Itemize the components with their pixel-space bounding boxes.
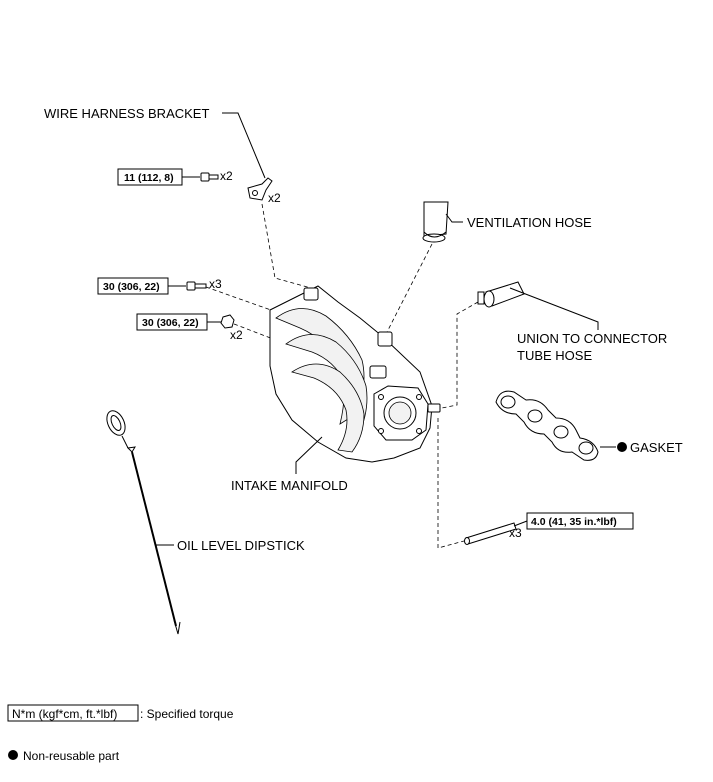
legend-torque-text: : Specified torque [140,707,234,721]
wire-harness-bracket-icon [247,177,273,201]
manifold-bolt-icon [186,281,207,291]
svg-text:30 (306, 22): 30 (306, 22) [142,317,199,329]
oil-level-dipstick-icon [106,410,181,635]
svg-text:30 (306, 22): 30 (306, 22) [103,281,160,293]
non-reusable-dot-icon [617,442,627,452]
label-oil-level-dipstick: OIL LEVEL DIPSTICK [177,538,305,553]
torque-box-studs: 4.0 (41, 35 in.*lbf) [526,512,634,530]
label-wire-harness-bracket: WIRE HARNESS BRACKET [44,106,209,121]
qty-manifold-nuts: x2 [230,328,243,342]
torque-box-manifold-nuts: 30 (306, 22) [136,313,208,331]
label-union-hose-line1: UNION TO CONNECTOR [517,331,667,346]
leader-wire-harness-bracket [222,112,266,179]
dashed-bracket-to-manifold [261,203,319,291]
leader-ventilation-hose [445,213,463,223]
qty-bracket-bolts: x2 [220,169,233,183]
intake-manifold-icon [269,285,441,463]
legend-non-reusable-dot-icon [8,750,18,760]
legend-non-reusable-text: Non-reusable part [23,749,120,763]
label-intake-manifold: INTAKE MANIFOLD [231,478,348,493]
svg-text:4.0 (41, 35 in.*lbf): 4.0 (41, 35 in.*lbf) [531,516,617,528]
stud-icon [464,522,517,545]
legend-torque: N*m (kgf*cm, ft.*lbf) : Specified torque [7,704,234,722]
torque-box-bracket-bolts: 11 (112, 8) [117,168,183,186]
label-union-hose-line2: TUBE HOSE [517,348,592,363]
dashed-union-to-manifold [431,301,479,411]
leader-union-hose [509,287,599,330]
bracket-bolt-icon [200,172,219,182]
gasket-icon [495,390,599,461]
dashed-studs-to-manifold [437,418,465,549]
qty-studs: x3 [509,526,522,540]
union-connector-tube-hose-icon [477,281,525,308]
label-ventilation-hose: VENTILATION HOSE [467,215,592,230]
leader-studs [513,520,528,527]
torque-box-manifold-bolts: 30 (306, 22) [97,277,169,295]
label-gasket: GASKET [630,440,683,455]
legend-torque-unit: N*m (kgf*cm, ft.*lbf) [12,707,117,721]
leader-intake-manifold [295,436,323,474]
ventilation-hose-icon [422,201,449,243]
dashed-hose-to-manifold [385,243,433,335]
legend-non-reusable: Non-reusable part [8,749,120,763]
manifold-nut-icon [220,314,235,329]
qty-bracket: x2 [268,191,281,205]
svg-text:11 (112, 8): 11 (112, 8) [124,172,174,184]
qty-manifold-bolts: x3 [209,277,222,291]
